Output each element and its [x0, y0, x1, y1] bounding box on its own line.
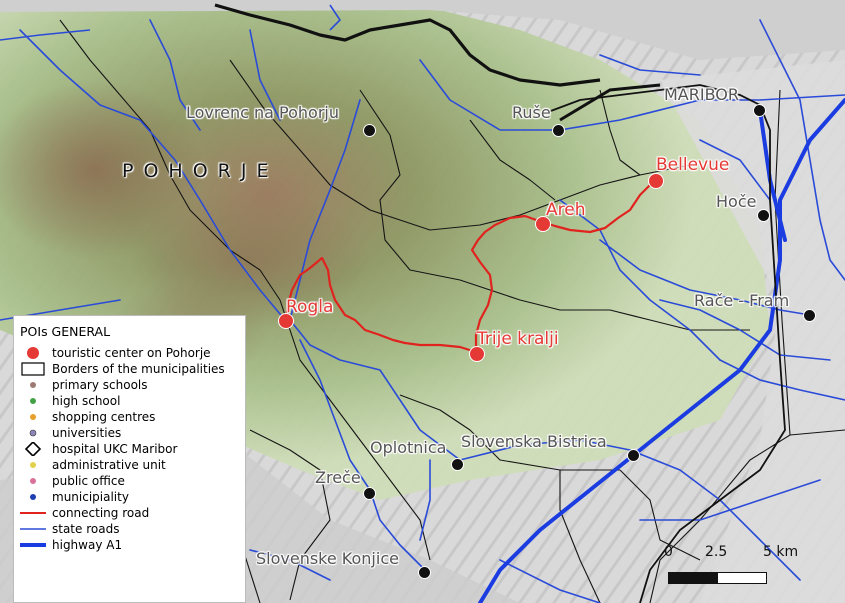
legend-item: touristic center on Pohorje: [20, 346, 245, 360]
poi-label-trije: Trije kralji: [477, 329, 559, 349]
town-label-race: Rače - Fram: [694, 291, 790, 310]
town-dot[interactable]: [363, 124, 376, 137]
legend-label: municipiality: [52, 490, 129, 504]
town-label-maribor: MARIBOR: [664, 85, 739, 104]
dot-icon: [30, 478, 36, 484]
poi-dot-trije[interactable]: [469, 346, 485, 362]
dot-icon: [30, 382, 36, 388]
scale-bar: 0 2.5 5 km: [660, 544, 820, 590]
dot-icon: [30, 414, 36, 420]
thick-line-icon: [20, 543, 46, 547]
line-icon: [20, 528, 46, 530]
poi-label-areh: Areh: [546, 200, 586, 220]
dot-icon: [30, 494, 36, 500]
town-dot[interactable]: [363, 487, 376, 500]
legend-item: Borders of the municipalities: [20, 362, 245, 376]
line-icon: [20, 512, 46, 514]
town-dot[interactable]: [451, 458, 464, 471]
legend-item: universities: [20, 426, 245, 440]
region-label: POHORJE: [122, 160, 279, 182]
border-rect-icon: [21, 362, 45, 376]
town-dot[interactable]: [552, 124, 565, 137]
scale-bar-black-segment: [668, 572, 718, 584]
scale-label-0: 0: [664, 544, 673, 560]
connecting-road: [284, 178, 657, 354]
legend-item: state roads: [20, 522, 245, 536]
legend-item: shopping centres: [20, 410, 245, 424]
legend-item: hospital UKC Maribor: [20, 442, 245, 456]
town-label-zrece: Zreče: [315, 468, 361, 487]
legend-item: public office: [20, 474, 245, 488]
poi-dot-areh[interactable]: [535, 216, 551, 232]
dot-icon: [29, 429, 37, 437]
town-label-bistrica: Slovenska Bistrica: [461, 432, 607, 451]
town-dot[interactable]: [627, 449, 640, 462]
dot-icon: [30, 398, 36, 404]
legend-item: primary schools: [20, 378, 245, 392]
legend-item: high school: [20, 394, 245, 408]
legend-label: administrative unit: [52, 458, 166, 472]
town-label-hoce: Hoče: [716, 192, 757, 211]
legend-item: connecting road: [20, 506, 245, 520]
legend-label: primary schools: [52, 378, 148, 392]
legend-label: highway A1: [52, 538, 123, 552]
legend-label: shopping centres: [52, 410, 156, 424]
town-label-lovrenc: Lovrenc na Pohorju: [186, 103, 339, 122]
dot-icon: [30, 462, 36, 468]
legend-label: high school: [52, 394, 121, 408]
scale-bar-white-segment: [717, 572, 767, 584]
legend-item: administrative unit: [20, 458, 245, 472]
legend-label: hospital UKC Maribor: [52, 442, 178, 456]
legend-item: highway A1: [20, 538, 245, 552]
legend-label: state roads: [52, 522, 120, 536]
legend-title: POIs GENERAL: [20, 324, 111, 339]
poi-dot-bellevue[interactable]: [648, 173, 664, 189]
legend-label: universities: [52, 426, 122, 440]
town-dot[interactable]: [753, 104, 766, 117]
town-dot[interactable]: [803, 309, 816, 322]
poi-label-rogla: Rogla: [286, 297, 334, 317]
legend-label: Borders of the municipalities: [52, 362, 225, 376]
legend-label: touristic center on Pohorje: [52, 346, 211, 360]
diamond-icon: [24, 442, 42, 456]
town-dot[interactable]: [757, 209, 770, 222]
legend-item: municipiality: [20, 490, 245, 504]
town-label-konjice: Slovenske Konjice: [256, 549, 399, 568]
poi-label-bellevue: Bellevue: [656, 155, 730, 175]
legend-label: public office: [52, 474, 125, 488]
map-legend: POIs GENERAL touristic center on Pohorje…: [13, 315, 246, 603]
scale-label-end: 5 km: [763, 544, 799, 560]
state-roads: [0, 19, 845, 603]
poi-dot-rogla[interactable]: [278, 313, 294, 329]
scale-label-mid: 2.5: [705, 544, 728, 560]
big-red-dot-icon: [27, 347, 39, 359]
town-dot[interactable]: [418, 566, 431, 579]
town-label-ruse: Ruše: [512, 103, 551, 122]
country-border-line: [214, 3, 601, 87]
town-label-oplotnica: Oplotnica: [370, 438, 447, 457]
legend-label: connecting road: [52, 506, 150, 520]
